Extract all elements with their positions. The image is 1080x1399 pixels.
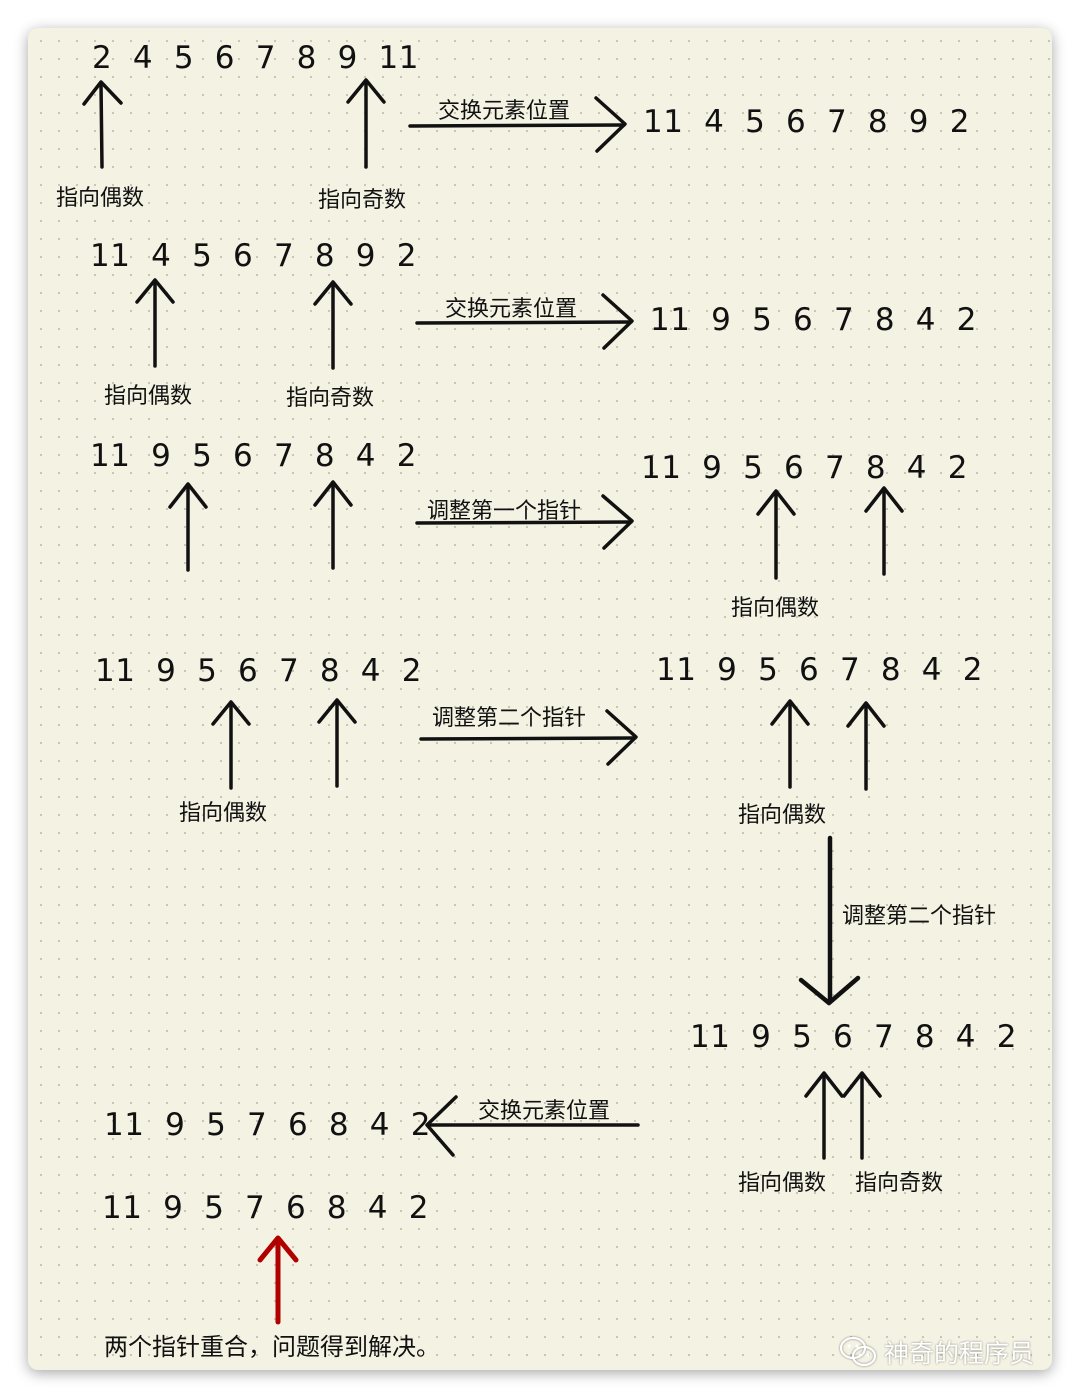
label-odd-pointer-5: 指向奇数: [855, 1171, 944, 1196]
right-arrow-swap-1: [408, 96, 627, 153]
up-arrow-4b: [317, 698, 357, 788]
label-even-pointer-1: 指向偶数: [56, 186, 145, 211]
conclusion-text: 两个指针重合，问题得到解决。: [104, 1333, 440, 1361]
result-sequence-5: 11 9 5 6 7 8 4 2: [690, 1019, 1017, 1055]
up-arrow-odd-2: [313, 280, 353, 370]
result-sequence-6: 11 9 5 7 6 8 4 2: [104, 1107, 431, 1143]
watermark-text: 神奇的程序员: [884, 1339, 1035, 1368]
red-up-arrow-converged: [257, 1235, 299, 1325]
right-arrow-swap-2: [415, 293, 634, 350]
operation-label-4: 调整第二个指针: [432, 706, 587, 731]
up-arrow-5b: [842, 1071, 882, 1160]
up-arrow-odd-1: [346, 78, 386, 169]
up-arrow-4c: [770, 699, 810, 789]
up-arrow-4d: [846, 701, 886, 791]
up-arrow-5a: [804, 1071, 844, 1160]
sequence-1: 2 4 5 6 7 8 9 11: [92, 40, 419, 76]
operation-label-6: 交换元素位置: [478, 1099, 611, 1124]
operation-label-3: 调整第一个指针: [427, 499, 582, 524]
result-sequence-1: 11 4 5 6 7 8 9 2: [643, 104, 970, 140]
sequence-2: 11 4 5 6 7 8 9 2: [90, 238, 417, 274]
left-arrow-swap-3: [425, 1095, 640, 1157]
up-arrow-3d: [864, 486, 904, 576]
label-even-pointer-4b: 指向偶数: [738, 803, 827, 828]
result-sequence-4: 11 9 5 6 7 8 4 2: [656, 652, 983, 688]
final-sequence: 11 9 5 7 6 8 4 2: [102, 1190, 429, 1226]
up-arrow-even-1: [82, 80, 123, 169]
up-arrow-3a: [168, 482, 208, 572]
operation-label-5: 调整第二个指针: [842, 904, 997, 929]
result-sequence-3: 11 9 5 6 7 8 4 2: [641, 450, 968, 486]
result-sequence-2: 11 9 5 6 7 8 4 2: [650, 302, 977, 338]
label-even-pointer-4: 指向偶数: [179, 801, 268, 826]
right-arrow-adjust-1: [415, 494, 634, 550]
sequence-4: 11 9 5 6 7 8 4 2: [95, 653, 422, 689]
dotted-canvas: [28, 28, 1052, 1370]
up-arrow-4a: [211, 700, 251, 790]
down-arrow-adjust-2: [798, 835, 861, 1006]
label-odd-pointer-1: 指向奇数: [318, 188, 407, 213]
operation-label-1: 交换元素位置: [438, 99, 571, 124]
up-arrow-3b: [313, 480, 353, 570]
label-even-pointer-2: 指向偶数: [104, 384, 193, 409]
label-even-pointer-3: 指向偶数: [731, 596, 820, 621]
right-arrow-adjust-2: [419, 709, 638, 766]
label-odd-pointer-2: 指向奇数: [286, 386, 375, 411]
up-arrow-3c: [756, 489, 796, 580]
operation-label-2: 交换元素位置: [445, 297, 578, 322]
label-even-pointer-5: 指向偶数: [738, 1171, 827, 1196]
up-arrow-even-2: [135, 278, 175, 368]
sequence-3: 11 9 5 6 7 8 4 2: [90, 438, 417, 474]
watermark: 神奇的程序员: [838, 1334, 1034, 1370]
wechat-icon: [839, 1336, 877, 1367]
